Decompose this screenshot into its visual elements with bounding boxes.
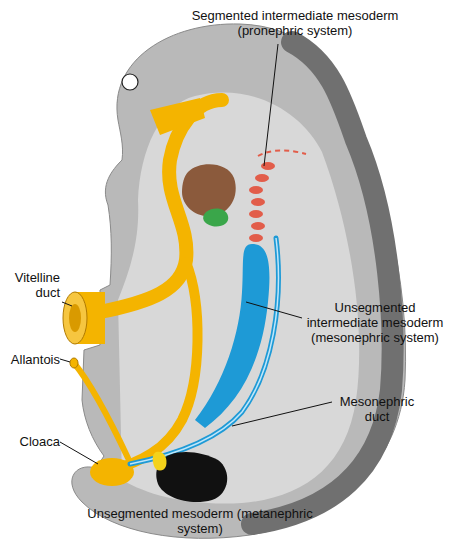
leader-line bbox=[62, 302, 72, 306]
mesonephric-band bbox=[195, 244, 269, 428]
mesonephric-duct-lumen bbox=[130, 238, 278, 464]
pronephric-segment bbox=[251, 222, 265, 230]
leader-line bbox=[246, 302, 302, 318]
structure-label: Segmented intermediate mesoderm (proneph… bbox=[185, 8, 405, 38]
vitelline-duct-end bbox=[63, 292, 87, 344]
structure-label: Mesonephric duct bbox=[332, 394, 422, 424]
liver bbox=[182, 164, 236, 216]
cloaca bbox=[90, 458, 134, 486]
mesonephric-duct bbox=[130, 238, 278, 464]
leader-line bbox=[60, 442, 98, 464]
allantois-opening bbox=[70, 358, 78, 368]
leader-line bbox=[232, 402, 332, 426]
structure-label: Vitelline duct bbox=[2, 270, 60, 300]
allantois-tube bbox=[74, 363, 128, 458]
pharynx bbox=[150, 98, 205, 135]
pronephric-segment bbox=[249, 186, 263, 194]
pronephric-segment bbox=[249, 234, 263, 242]
leader-line bbox=[60, 359, 70, 362]
ureteric-bud bbox=[153, 452, 167, 471]
metanephric-blob bbox=[156, 452, 227, 502]
pronephric-segment bbox=[251, 198, 265, 206]
pancreas-bud bbox=[203, 209, 228, 227]
structure-label: Unsegmented intermediate mesoderm (meson… bbox=[300, 300, 450, 345]
embryo-body bbox=[72, 24, 406, 538]
pronephric-segment bbox=[261, 162, 275, 170]
pronephric-segment bbox=[255, 174, 269, 182]
structure-label: Cloaca bbox=[8, 434, 60, 449]
hindgut bbox=[112, 262, 198, 470]
structure-label: Allantois bbox=[2, 352, 60, 367]
structure-label: Unsegmented mesoderm (metanephric system… bbox=[80, 506, 320, 536]
vitelline-duct-lumen bbox=[69, 304, 81, 332]
eye bbox=[122, 74, 138, 90]
pronephric-segment bbox=[249, 210, 263, 218]
leader-line bbox=[264, 44, 278, 166]
